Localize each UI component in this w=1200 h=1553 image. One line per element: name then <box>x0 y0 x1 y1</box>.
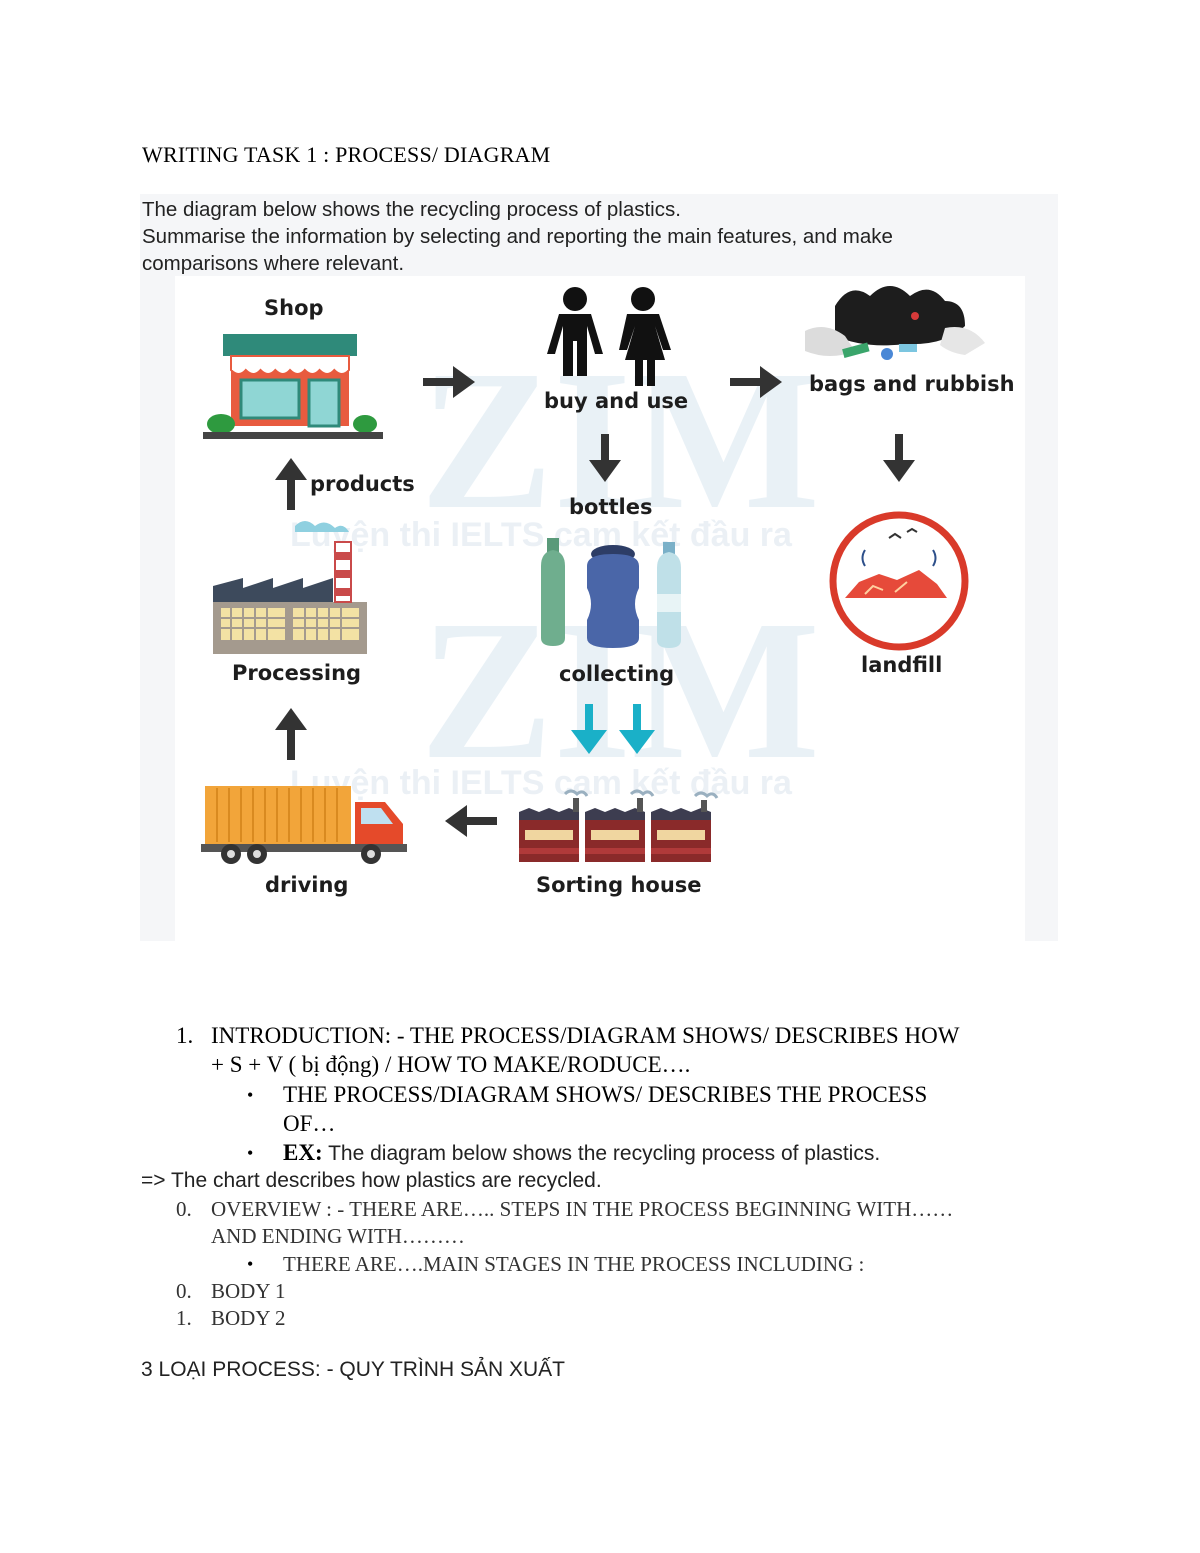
prompt-line-1: The diagram below shows the recycling pr… <box>142 196 1042 223</box>
overview-line-2: AND ENDING WITH……… <box>211 1224 465 1249</box>
example-line: EX: The diagram below shows the recyclin… <box>283 1140 880 1166</box>
label-collecting: collecting <box>559 662 674 686</box>
shop-icon <box>203 334 383 439</box>
arrow-shop-to-buy <box>423 366 475 398</box>
document-title: WRITING TASK 1 : PROCESS/ DIAGRAM <box>142 142 550 168</box>
body1-heading: BODY 1 <box>211 1279 285 1304</box>
arrow-bags-to-landfill <box>883 434 915 482</box>
people-icon <box>547 287 671 386</box>
bullet-marker: • <box>247 1085 253 1106</box>
introduction-line-2: + S + V ( bị động) / HOW TO MAKE/RODUCE…… <box>211 1052 690 1078</box>
label-landfill: landfill <box>861 653 942 677</box>
bullet1-line-2: OF… <box>283 1111 335 1137</box>
arrows-collecting-to-sorting <box>571 704 655 754</box>
truck-icon <box>201 786 407 864</box>
bullet-marker: • <box>247 1254 253 1275</box>
overview-line-1: OVERVIEW : - THERE ARE….. STEPS IN THE P… <box>211 1197 953 1222</box>
landfill-icon <box>833 515 965 647</box>
arrow-buy-to-bottles <box>589 434 621 482</box>
example-label: EX: <box>283 1140 323 1165</box>
arrow-sorting-to-driving <box>445 805 497 837</box>
overview-bullet: THERE ARE….MAIN STAGES IN THE PROCESS IN… <box>283 1252 864 1277</box>
arrow-buy-to-bags <box>730 366 782 398</box>
bullet1-line-1: THE PROCESS/DIAGRAM SHOWS/ DESCRIBES THE… <box>283 1082 927 1108</box>
label-shop: Shop <box>264 296 324 320</box>
introduction-line-1: INTRODUCTION: - THE PROCESS/DIAGRAM SHOW… <box>211 1023 959 1049</box>
body2-number: 1. <box>176 1306 192 1331</box>
task-prompt: The diagram below shows the recycling pr… <box>142 196 1042 277</box>
example-text: The diagram below shows the recycling pr… <box>323 1142 881 1165</box>
bullet-marker: • <box>247 1143 253 1164</box>
recycling-diagram: ZIM ZIM Luyện thi IELTS cam kết đầu ra L… <box>175 276 1025 941</box>
label-driving: driving <box>265 873 348 897</box>
label-products: products <box>310 472 415 496</box>
factory-icon <box>213 521 367 654</box>
process-types-line: 3 LOẠI PROCESS: - QUY TRÌNH SẢN XUẤT <box>141 1358 565 1382</box>
body2-heading: BODY 2 <box>211 1306 285 1331</box>
label-buy-and-use: buy and use <box>544 389 688 413</box>
label-bags-and-rubbish: bags and rubbish <box>809 372 1015 396</box>
bottles-icon <box>541 538 681 648</box>
prompt-line-3: comparisons where relevant. <box>142 250 1042 277</box>
conclusion-line: => The chart describes how plastics are … <box>141 1169 602 1193</box>
arrow-products-to-shop <box>275 458 307 510</box>
arrow-driving-to-processing <box>275 708 307 760</box>
rubbish-bags-icon <box>805 286 985 360</box>
body1-number: 0. <box>176 1279 192 1304</box>
label-sorting-house: Sorting house <box>536 873 702 897</box>
overview-number: 0. <box>176 1197 192 1222</box>
label-bottles: bottles <box>569 495 652 519</box>
item1-number: 1. <box>176 1023 193 1049</box>
label-processing: Processing <box>232 661 361 685</box>
prompt-line-2: Summarise the information by selecting a… <box>142 223 1042 250</box>
sorting-house-icon <box>519 791 717 862</box>
